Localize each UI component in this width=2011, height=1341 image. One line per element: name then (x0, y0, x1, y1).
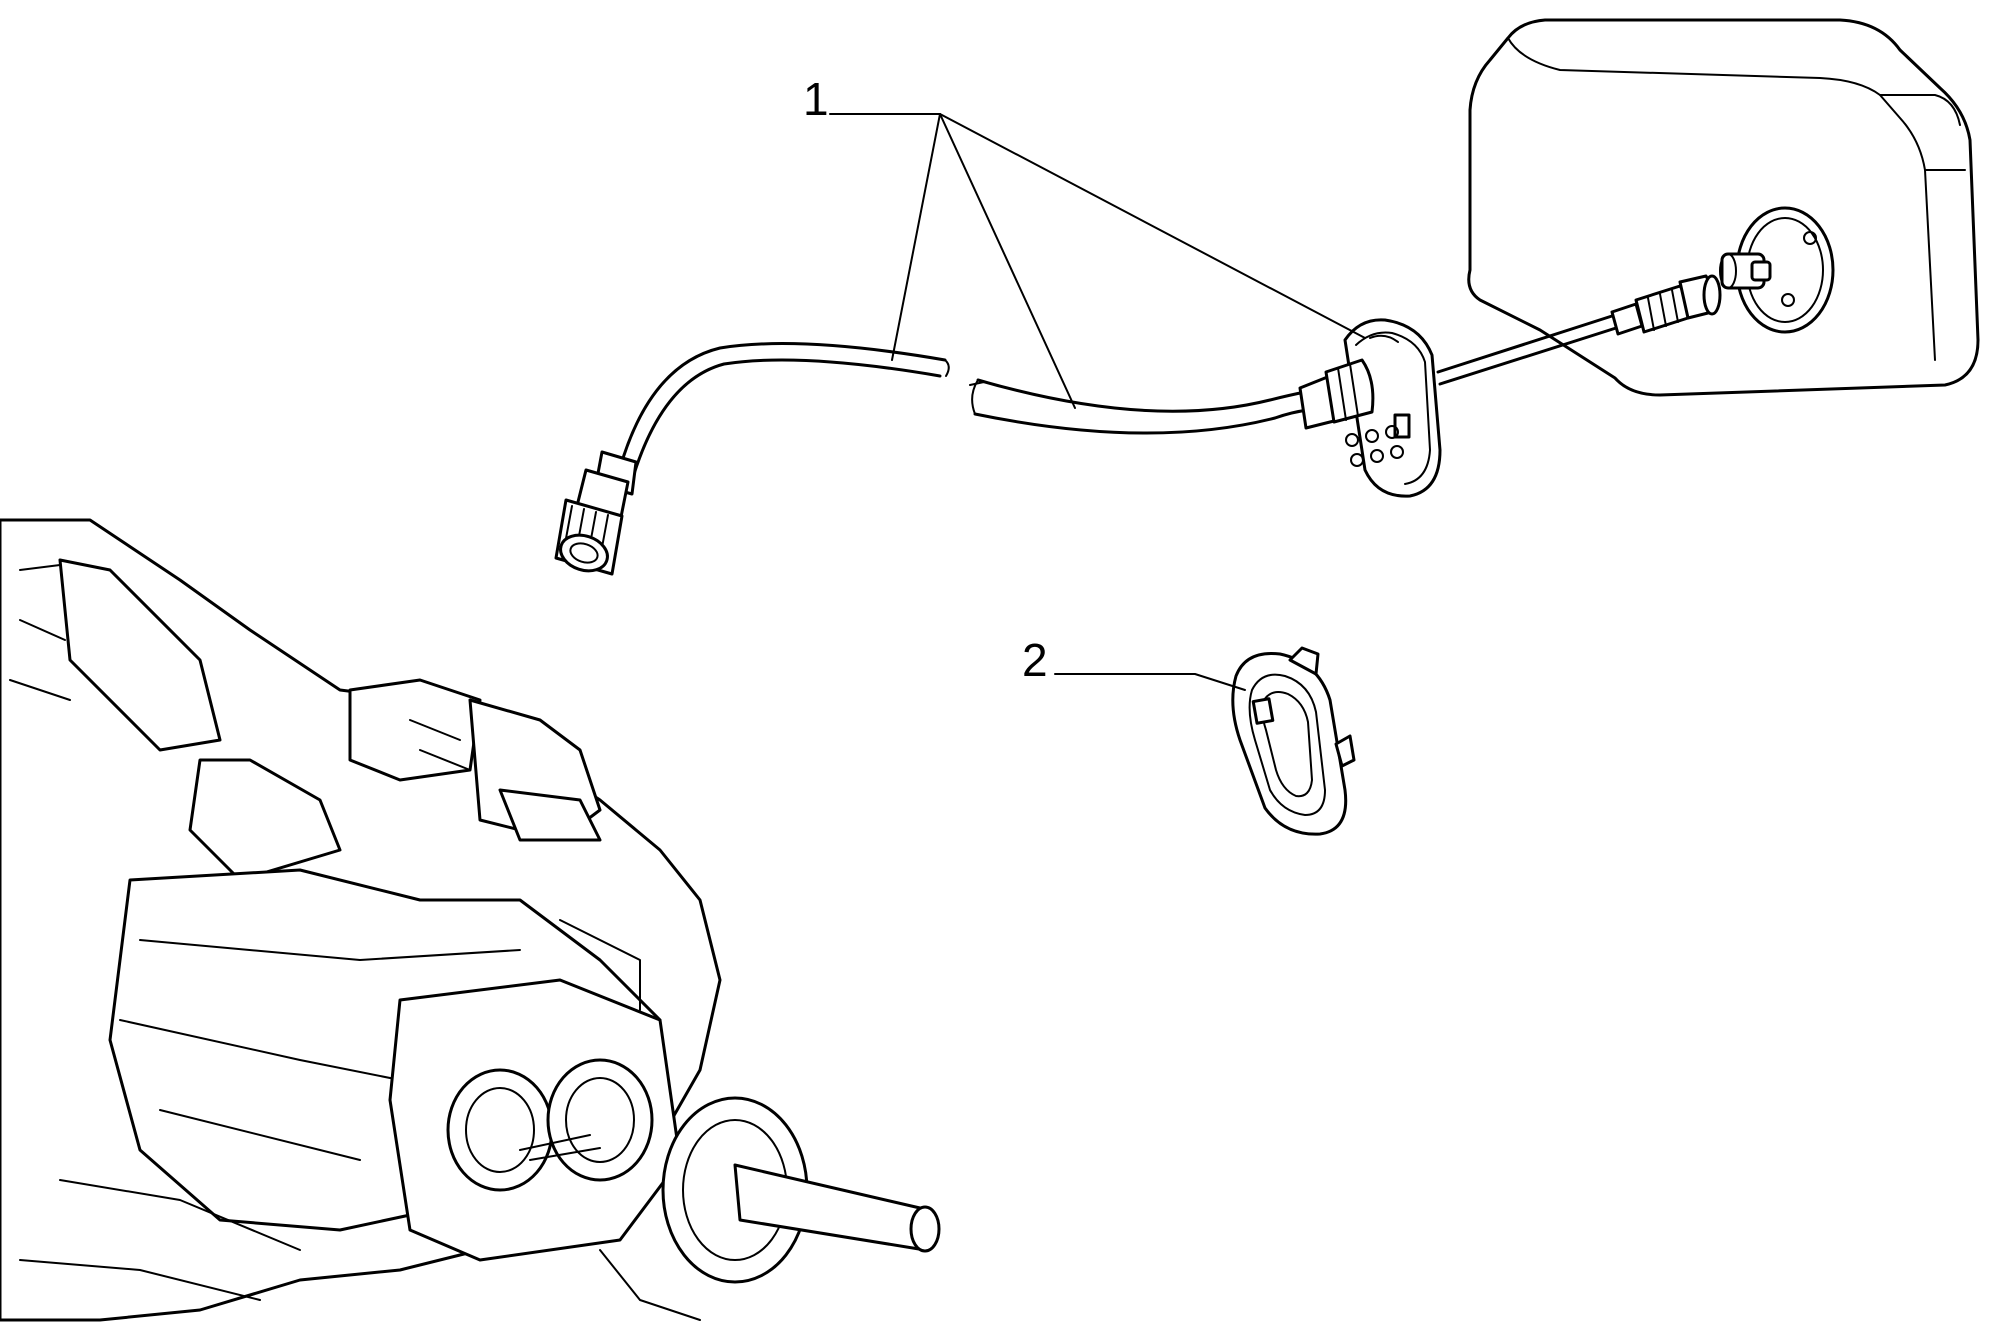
speedometer-cable (554, 274, 1722, 576)
callout-2-leader (1054, 673, 1246, 691)
callout-1-leaders (829, 113, 1366, 409)
callout-1-number: 1 (803, 73, 829, 125)
instrument-cluster-housing (1467, 18, 1980, 397)
cable-grommet (1298, 318, 1442, 498)
spare-grommet (1231, 646, 1356, 836)
speedometer-drive-socket (1719, 206, 1835, 334)
callout-2-number: 2 (1022, 634, 1048, 686)
gearbox-assembly (0, 518, 941, 1322)
